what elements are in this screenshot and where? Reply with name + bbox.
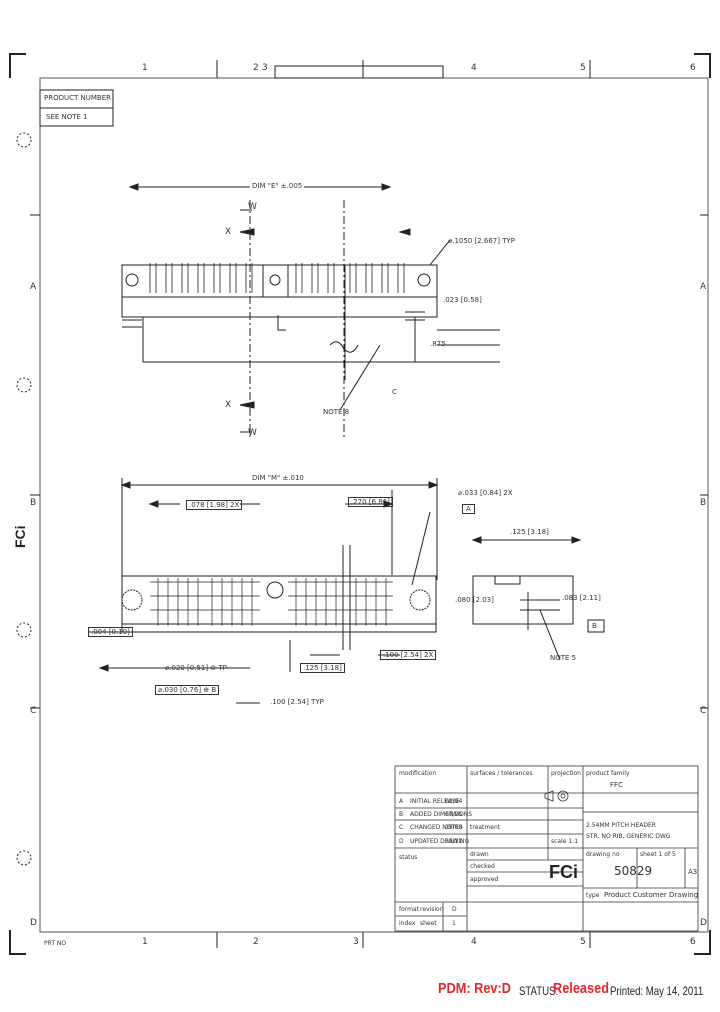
front-dim-mid: .125 [3.18] <box>300 663 345 673</box>
footer-pdm: PDM: Rev:D <box>438 980 511 997</box>
rev-c: C <box>399 824 404 831</box>
zone-bottom-3: 3 <box>353 937 359 947</box>
hole-note: ⌀.1050 [2.667] TYP <box>448 237 515 245</box>
tb-type-value: Product Customer Drawing <box>604 891 699 899</box>
tb-format-label: format <box>399 906 420 913</box>
front-dim-right: .270 [6.86] <box>348 497 393 507</box>
tb-logo: FCi <box>549 862 578 882</box>
front-dim-hole: ⌀.033 [0.84] 2X <box>458 489 513 497</box>
top-dim-bottom: .875 <box>430 340 446 348</box>
zone-side-c: C <box>30 706 37 716</box>
tb-modification-label: modification <box>399 770 437 777</box>
tb-treatment-label: treatment <box>470 824 501 831</box>
corner-note: PRT NO <box>44 940 67 947</box>
tb-drawn-label: drawn <box>470 851 489 858</box>
tb-product-family: FFC <box>610 781 623 789</box>
product-number-value: SEE NOTE 1 <box>46 113 88 121</box>
front-dim-tp: ⌀.020 [0.51] ⊕ TP <box>165 664 227 672</box>
tb-revision-label: revision <box>420 906 444 913</box>
zone-side-d-right: D <box>700 918 707 928</box>
rev-b-date: 07/05 <box>445 811 463 818</box>
zone-top-3: 3 <box>262 63 268 73</box>
side-dim-right: .083 [2.11] <box>562 594 601 602</box>
product-number-label: PRODUCT NUMBER <box>44 94 111 102</box>
tb-product-family-label: product family <box>586 770 630 777</box>
front-dim-tol-left: .004 [0.10] <box>88 627 133 637</box>
tb-drawing-number-label: drawing no <box>586 851 620 858</box>
front-dim-row: .100 [2.54] 2X <box>380 650 437 660</box>
section-w-bottom: W <box>248 428 257 438</box>
zone-top-5: 5 <box>580 63 586 73</box>
zone-side-a-right: A <box>700 282 707 292</box>
zone-top-4: 4 <box>471 63 477 73</box>
tb-revision-value: D <box>452 906 457 913</box>
side-logo: FCi <box>12 525 28 548</box>
front-datum-a: A <box>462 504 475 514</box>
rev-c-desc: CHANGED NOTES <box>410 824 463 831</box>
tb-status-label: status <box>399 854 418 861</box>
rev-a-desc: INITIAL RELEASE <box>410 798 460 805</box>
section-w-top: W <box>248 202 257 212</box>
side-dim-left: .080 [2.03] <box>455 596 494 604</box>
zone-side-c-right: C <box>700 706 707 716</box>
rev-b: B <box>399 811 404 818</box>
zone-side-b-right: B <box>700 498 707 508</box>
tb-sheet-row-value: 1 <box>452 920 456 927</box>
zone-side-d: D <box>30 918 37 928</box>
tb-index-label: index <box>399 920 416 927</box>
footer-status-value: Released <box>553 980 609 997</box>
front-dim-overall: DIM "M" ±.010 <box>250 474 306 482</box>
rev-a-date: 02/04 <box>445 798 463 805</box>
tb-drawing-number: 50829 <box>614 864 653 878</box>
footer-status-label: STATUS: <box>519 984 559 998</box>
front-pitch-typ: .100 [2.54] TYP <box>270 698 324 706</box>
section-x-bottom: X <box>225 400 232 410</box>
tb-title-line-1: 2.54MM PITCH HEADER <box>586 822 656 829</box>
tb-projection-label: projection <box>551 770 581 777</box>
front-pins <box>150 578 393 626</box>
rev-d: D <box>399 838 404 845</box>
top-datum: C <box>392 388 397 396</box>
front-position-tol: ⌀.030 [0.76] ⊕ B <box>155 685 220 695</box>
tb-checked-label: checked <box>470 863 495 870</box>
front-dim-pitch-left: .078 [1.98] 2X <box>186 500 243 510</box>
top-dim-overall: DIM "E" ±.005 <box>250 182 305 190</box>
tb-title-line-2: STR, NO RIB, GENERIC DWG <box>586 833 671 840</box>
tb-approved-label: approved <box>470 876 499 883</box>
top-note-ref: NOTE 8 <box>323 408 350 416</box>
side-note-ref: NOTE 5 <box>550 654 577 662</box>
rev-a: A <box>399 798 404 805</box>
zone-top-2: 2 <box>253 63 259 73</box>
footer-printed: Printed: May 14, 2011 <box>610 984 704 998</box>
zone-bottom-5: 5 <box>580 937 586 947</box>
rev-d-date: 05/11 <box>445 838 463 845</box>
top-dim-left: .023 [0.58] <box>443 296 482 304</box>
tb-size: A3 <box>688 868 698 876</box>
zone-side-b: B <box>30 498 37 508</box>
tb-sheet-label: sheet 1 of 5 <box>640 851 676 858</box>
title-block-lines <box>394 765 699 932</box>
zone-top-6: 6 <box>690 63 696 73</box>
tb-type-label: type <box>586 892 600 899</box>
tb-scale: scale 1:1 <box>551 838 579 845</box>
section-x-top: X <box>225 227 232 237</box>
top-pins <box>149 263 405 293</box>
zone-side-a: A <box>30 282 37 292</box>
side-dim-top: .125 [3.18] <box>510 528 549 536</box>
side-datum-b: B <box>592 622 597 630</box>
zone-bottom-6: 6 <box>690 937 696 947</box>
zone-top-1: 1 <box>142 63 148 73</box>
zone-bottom-2: 2 <box>253 937 259 947</box>
tb-sheet-row-label: sheet <box>420 920 437 927</box>
zone-bottom-4: 4 <box>471 937 477 947</box>
zone-bottom-1: 1 <box>142 937 148 947</box>
tb-surfaces-label: surfaces / tolerances <box>470 770 533 777</box>
rev-b-desc: ADDED DIMENSIONS <box>410 811 473 818</box>
rev-d-desc: UPDATED DRAWING <box>410 838 470 845</box>
rev-c-date: 09/08 <box>445 824 463 831</box>
